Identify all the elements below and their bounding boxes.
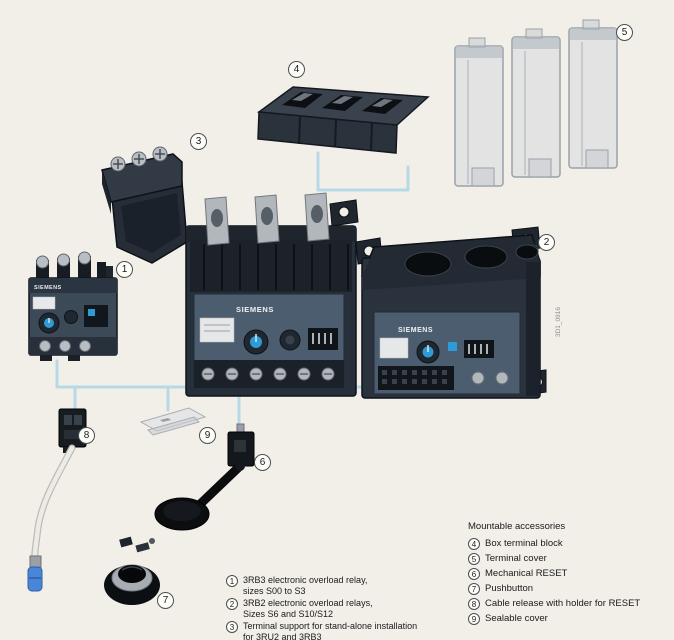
- legend-line: Terminal support for stand-alone install…: [243, 621, 418, 631]
- accessories-title: Mountable accessories: [468, 521, 566, 532]
- legend-badge-2: 2: [226, 598, 238, 610]
- legend-item-1: 1 3RB3 electronic overload relay, sizes …: [226, 575, 458, 596]
- brand-text: SIEMENS: [34, 285, 62, 291]
- accessories-list: Mountable accessories 4 Box terminal blo…: [468, 521, 640, 626]
- legend-line: Sizes S6 and S10/S12: [243, 608, 334, 619]
- connector-top: [316, 151, 410, 192]
- part-box-terminal-block: [256, 86, 430, 154]
- callout-7: 7: [157, 592, 174, 609]
- accessory-badge-5: 5: [468, 552, 480, 565]
- accessory-item-5: 5 Terminal cover: [468, 551, 640, 566]
- legend: 1 3RB3 electronic overload relay, sizes …: [226, 575, 458, 640]
- accessory-item-8: 8 Cable release with holder for RESET: [468, 596, 640, 611]
- part-overload-relay-s6: SIEMENS: [185, 192, 359, 397]
- legend-badge-1: 1: [226, 575, 238, 587]
- terminal-cover-2: [511, 28, 561, 178]
- accessory-badge-9: 9: [468, 612, 480, 625]
- cable-blue-tip: [27, 566, 43, 592]
- legend-text-3: Terminal support for stand-alone install…: [243, 621, 417, 640]
- callout-8: 8: [78, 427, 95, 444]
- accessory-label: Terminal cover: [485, 553, 547, 564]
- connector-strip: [378, 366, 454, 390]
- accessory-item-9: 9 Sealable cover: [468, 611, 640, 626]
- button-dome: [118, 565, 146, 583]
- callout-2: 2: [538, 234, 555, 251]
- legend-item-3: 3 Terminal support for stand-alone insta…: [226, 621, 458, 640]
- legend-badge-3: 3: [226, 621, 238, 633]
- bottom-terminal-screws: [201, 367, 335, 381]
- test-slide: [84, 305, 108, 327]
- part-overload-relay-small: SIEMENS: [28, 251, 118, 361]
- part-overload-relay-s10: SIEMENS: [355, 226, 547, 399]
- legend-line: 3RB3 electronic overload relay,: [243, 575, 368, 585]
- accessory-label: Sealable cover: [485, 613, 548, 624]
- class-dial: [64, 310, 78, 324]
- legend-item-2: 2 3RB2 electronic overload relays, Sizes…: [226, 598, 458, 619]
- terminal-cover-3: [568, 19, 618, 169]
- accessory-label: Pushbutton: [485, 583, 534, 594]
- accessory-badge-6: 6: [468, 567, 480, 580]
- accessory-item-4: 4 Box terminal block: [468, 536, 640, 551]
- callout-6: 6: [254, 454, 271, 471]
- callout-4: 4: [288, 61, 305, 78]
- terminal-straps: [204, 192, 330, 246]
- brand-text: SIEMENS: [236, 305, 274, 314]
- legend-text-1: 3RB3 electronic overload relay, sizes S0…: [243, 575, 367, 596]
- part-terminal-support: [101, 146, 188, 264]
- callout-1: 1: [116, 261, 133, 278]
- part-sealable-cover: [139, 407, 207, 436]
- image-code-watermark: 3D1_0916: [555, 307, 562, 337]
- accessory-item-7: 7 Pushbutton: [468, 581, 640, 596]
- callout-5: 5: [616, 24, 633, 41]
- legend-line: 3RB2 electronic overload relays,: [243, 598, 373, 608]
- part-pushbutton: [104, 536, 160, 605]
- legend-line: sizes S00 to S3: [243, 585, 306, 596]
- accessory-label: Cable release with holder for RESET: [485, 598, 641, 609]
- accessory-label: Box terminal block: [485, 538, 563, 549]
- brand-text: SIEMENS: [398, 327, 433, 334]
- part-mechanical-reset: [154, 423, 255, 531]
- legend-line: for 3RU2 and 3RB3: [243, 631, 322, 640]
- accessory-label: Mechanical RESET: [485, 568, 568, 579]
- accessory-item-6: 6 Mechanical RESET: [468, 566, 640, 581]
- callout-3: 3: [190, 133, 207, 150]
- accessory-badge-7: 7: [468, 582, 480, 595]
- legend-text-2: 3RB2 electronic overload relays, Sizes S…: [243, 598, 373, 619]
- part-terminal-cover: [454, 19, 618, 187]
- callout-9: 9: [199, 427, 216, 444]
- terminal-cover-1: [454, 37, 504, 187]
- accessory-badge-4: 4: [468, 537, 480, 550]
- accessory-badge-8: 8: [468, 597, 480, 610]
- release-cable: [32, 445, 75, 565]
